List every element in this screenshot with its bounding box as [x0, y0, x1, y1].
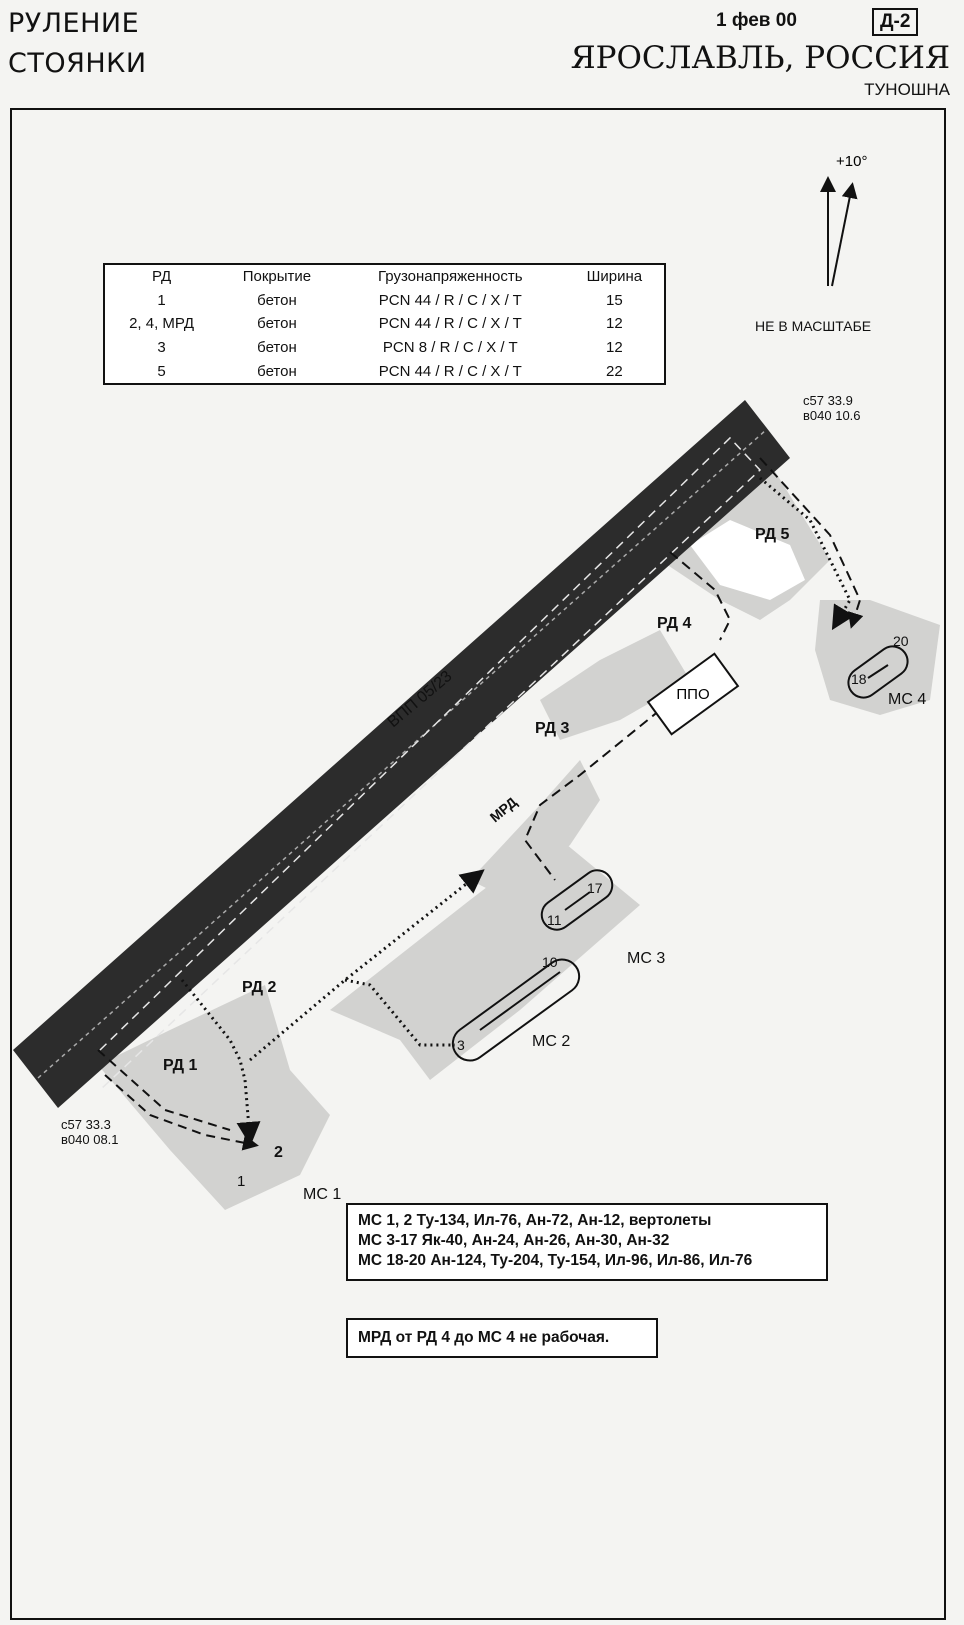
- magnetic-variation: +10°: [836, 153, 867, 170]
- table-cell: PCN 44 / R / C / X / T: [378, 315, 522, 333]
- taxiway-label-rd1: РД 1: [163, 1057, 198, 1074]
- taxi-route-to-ms2: [344, 978, 455, 1047]
- stand-1: 1: [237, 1173, 245, 1190]
- stand-18: 18: [851, 671, 867, 687]
- stand-10: 10: [542, 954, 558, 970]
- taxiway-label-rd4: РД 4: [657, 615, 692, 632]
- operational-note: МРД от РД 4 до МС 4 не рабочая.: [346, 1318, 658, 1358]
- aircraft-line: МС 1, 2 Ту-134, Ил-76, Ан-72, Ан-12, вер…: [358, 1212, 712, 1229]
- chart-date: 1 фев 00: [716, 10, 797, 31]
- table-cell: бетон: [257, 291, 297, 309]
- city-name: ЯРОСЛАВЛЬ, РОССИЯ: [570, 40, 950, 76]
- stand-line-ms3: [564, 891, 591, 911]
- table-row: 1 бетон PCN 44 / R / C / X / T 15: [104, 289, 665, 313]
- table-cell: 12: [606, 338, 623, 356]
- stand-2: 2: [274, 1144, 283, 1161]
- table-row: 3 бетон PCN 8 / R / C / X / T 12: [104, 336, 665, 360]
- north-arrow: [820, 176, 858, 287]
- apron-label-ms4: МС 4: [888, 691, 926, 708]
- table-cell: бетон: [257, 315, 297, 333]
- airport-name: ТУНОШНА: [864, 80, 950, 99]
- taxiway-label-rd3: РД 3: [535, 720, 570, 737]
- stand-line-ms2: [479, 971, 561, 1031]
- taxi-route-rd5-dotted: [759, 476, 855, 631]
- stand-capsule-ms4: [847, 645, 909, 699]
- title-line-1: РУЛЕНИЕ: [8, 8, 140, 39]
- ppo-label: ППО: [676, 686, 709, 703]
- ppo-building: [646, 652, 740, 736]
- title-line-2: СТОЯНКИ: [8, 48, 147, 79]
- apron-label-ms2: МС 2: [532, 1033, 570, 1050]
- stand-capsule-ms2: [451, 958, 581, 1062]
- taxiway-label-rd2: РД 2: [242, 979, 277, 996]
- table-cell: 22: [606, 362, 623, 380]
- stand-line-ms4: [867, 664, 889, 679]
- taxiway-rd3-area: [540, 630, 690, 740]
- runway-centerline: [37, 429, 767, 1079]
- table-cell: 5: [157, 362, 166, 380]
- taxi-route-rd5-dashed: [759, 457, 864, 629]
- rd5-inner-island: [690, 520, 805, 600]
- table-cell: 1: [157, 291, 166, 309]
- taxiway-label-mrd: МРД: [487, 794, 520, 826]
- table-header: Покрытие: [242, 268, 312, 286]
- table-cell: 2, 4, МРД: [129, 315, 195, 333]
- chart-frame: [10, 108, 946, 1620]
- chart-code: Д-2: [872, 8, 919, 36]
- aircraft-stands-box: МС 1, 2 Ту-134, Ил-76, Ан-72, Ан-12, вер…: [346, 1203, 828, 1281]
- stand-17: 17: [587, 880, 603, 896]
- taxi-route-on-runway: [99, 436, 762, 1091]
- aircraft-line: МС 3-17 Як-40, Ан-24, Ан-26, Ан-30, Ан-3…: [358, 1232, 670, 1249]
- stand-11: 11: [547, 912, 562, 928]
- scale-note: НЕ В МАСШТАБЕ: [755, 318, 872, 334]
- taxi-route-rd1-return: [97, 1049, 231, 1131]
- table-header: Ширина: [586, 268, 643, 286]
- table-cell: 12: [606, 315, 623, 333]
- coord-ne-lat: с57 33.9: [803, 393, 853, 408]
- taxi-route-rd1: [104, 1074, 259, 1151]
- apron-label-ms1: МС 1: [303, 1186, 341, 1203]
- chart-title: РУЛЕНИЕ СТОЯНКИ: [8, 4, 147, 84]
- apron-ms2-ms3: [330, 835, 640, 1080]
- stand-capsule-ms3: [540, 869, 614, 931]
- table-header-row: РД Покрытие Грузонапряженность Ширина: [104, 264, 665, 289]
- table-row: 2, 4, МРД бетон PCN 44 / R / C / X / T 1…: [104, 312, 665, 336]
- apron-ms1: [98, 985, 330, 1210]
- table-header: РД: [151, 268, 172, 286]
- coord-ne: с57 33.9 в040 10.6: [803, 393, 861, 423]
- table-cell: бетон: [257, 338, 297, 356]
- aircraft-line: МС 18-20 Ан-124, Ту-204, Ту-154, Ил-96, …: [358, 1252, 753, 1269]
- stand-3: 3: [457, 1037, 465, 1053]
- apron-areas: [98, 455, 940, 1210]
- table-cell: PCN 8 / R / C / X / T: [382, 338, 518, 356]
- coord-ne-lon: в040 10.6: [803, 408, 861, 423]
- table-cell: бетон: [257, 362, 297, 380]
- table-header: Грузонапряженность: [378, 268, 523, 286]
- taxiway-table: РД Покрытие Грузонапряженность Ширина 1 …: [103, 263, 666, 385]
- taxi-route-rd4: [669, 551, 732, 641]
- runway: [13, 400, 790, 1108]
- table-cell: 3: [157, 338, 166, 356]
- taxiway-label-rd5: РД 5: [755, 526, 790, 543]
- taxiway-mrd-area: [470, 760, 600, 900]
- stand-20: 20: [893, 633, 909, 649]
- coord-sw-lon: в040 08.1: [61, 1132, 119, 1147]
- taxi-route-mrd: [523, 709, 661, 881]
- coord-sw: с57 33.3 в040 08.1: [61, 1117, 119, 1147]
- table-row: 5 бетон PCN 44 / R / C / X / T 22: [104, 359, 665, 384]
- coord-sw-lat: с57 33.3: [61, 1117, 111, 1132]
- table-cell: 15: [606, 291, 623, 309]
- apron-label-ms3: МС 3: [627, 950, 665, 967]
- table-cell: PCN 44 / R / C / X / T: [378, 291, 522, 309]
- stand-capsules: [451, 645, 909, 1062]
- taxi-route-rd2: [180, 979, 261, 1146]
- table-cell: PCN 44 / R / C / X / T: [378, 362, 522, 380]
